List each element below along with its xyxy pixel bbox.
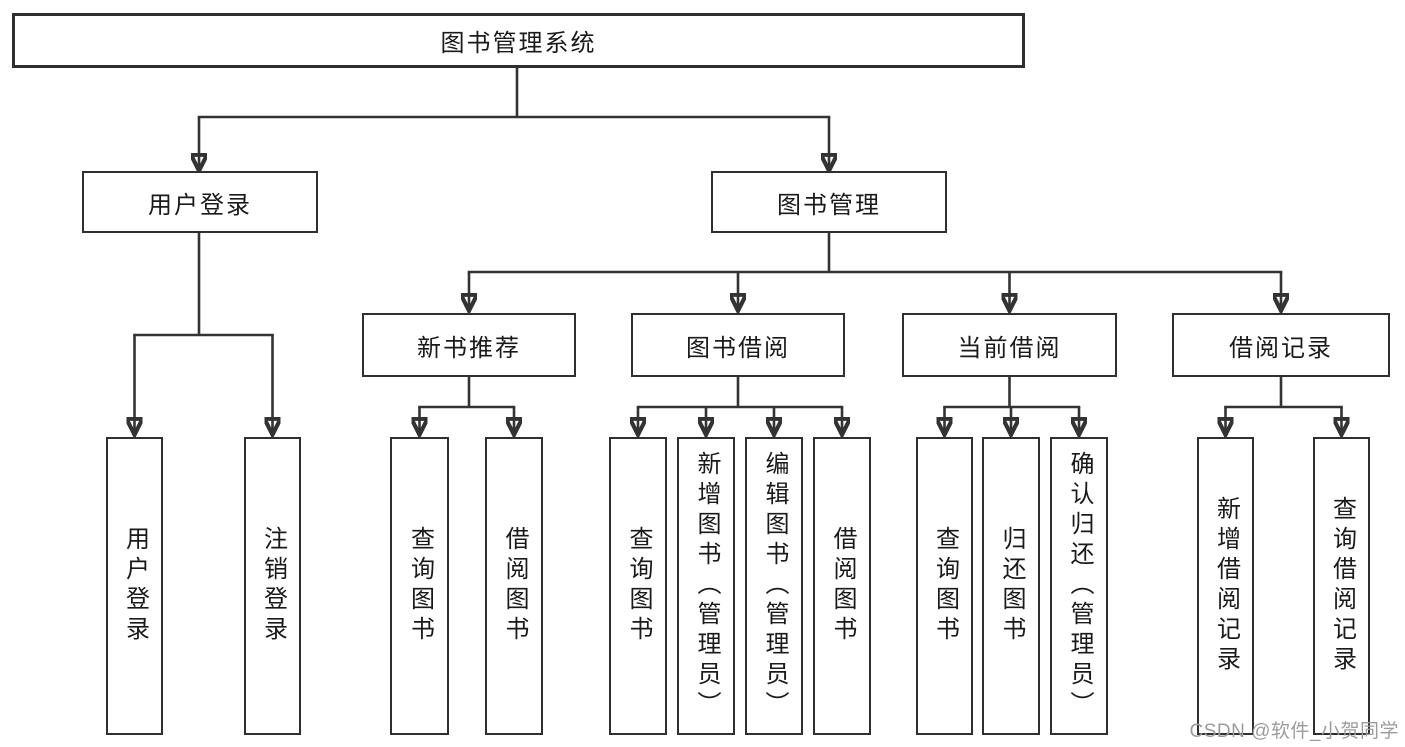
leaf-borrow-books: 借阅图书: [813, 437, 871, 735]
leaf-query-books-recommend: 查询图书: [390, 437, 449, 735]
node-current-borrowing: 当前借阅: [902, 313, 1117, 377]
leaf-user-login: 用户登录: [106, 437, 163, 735]
node-book-borrowing: 图书借阅: [631, 313, 845, 377]
leaf-logout-login: 注销登录: [244, 437, 301, 735]
node-label: 新书推荐: [417, 334, 521, 362]
leaf-add-books-admin: 新增图书（管理员）: [677, 437, 735, 735]
node-label: 归还图书: [998, 526, 1025, 646]
node-label: 新增借阅记录: [1212, 496, 1240, 676]
node-book-management: 图书管理: [711, 171, 947, 233]
leaf-borrow-books-recommend: 借阅图书: [485, 437, 543, 735]
leaf-query-books-current: 查询图书: [916, 437, 973, 735]
node-library-management-system: 图书管理系统: [12, 13, 1025, 68]
node-label: 确认归还（管理员）: [1066, 451, 1093, 721]
node-label: 借阅图书: [501, 526, 528, 646]
node-label: 借阅记录: [1229, 334, 1333, 362]
node-label: 查询图书: [406, 526, 434, 646]
leaf-query-books-borrowing: 查询图书: [609, 437, 667, 735]
node-new-book-recommendation: 新书推荐: [362, 313, 576, 377]
leaf-add-borrow-record: 新增借阅记录: [1197, 437, 1254, 735]
node-label: 图书管理: [777, 191, 881, 219]
node-label: 新增图书（管理员）: [693, 451, 720, 721]
node-label: 注销登录: [259, 526, 287, 646]
leaf-edit-books-admin: 编辑图书（管理员）: [745, 437, 803, 735]
node-label: 当前借阅: [957, 334, 1062, 362]
node-borrowing-records: 借阅记录: [1172, 313, 1390, 377]
leaf-query-borrow-record: 查询借阅记录: [1313, 437, 1370, 735]
node-label: 编辑图书（管理员）: [761, 451, 788, 721]
leaf-confirm-return-admin: 确认归还（管理员）: [1050, 437, 1108, 735]
node-label: 用户登录: [148, 191, 252, 219]
node-user-login: 用户登录: [82, 171, 318, 233]
node-label: 图书管理系统: [440, 30, 597, 57]
node-label: 查询图书: [931, 526, 959, 646]
tree-branch-lines: [133, 66, 1343, 409]
csdn-watermark: CSDN @软件_小贺同学: [1189, 721, 1399, 742]
node-label: 用户登录: [121, 526, 149, 646]
node-label: 查询图书: [625, 526, 652, 646]
node-label: 查询借阅记录: [1328, 496, 1356, 676]
node-label: 借阅图书: [829, 526, 856, 646]
leaf-return-books: 归还图书: [982, 437, 1040, 735]
node-label: 图书借阅: [686, 334, 790, 362]
